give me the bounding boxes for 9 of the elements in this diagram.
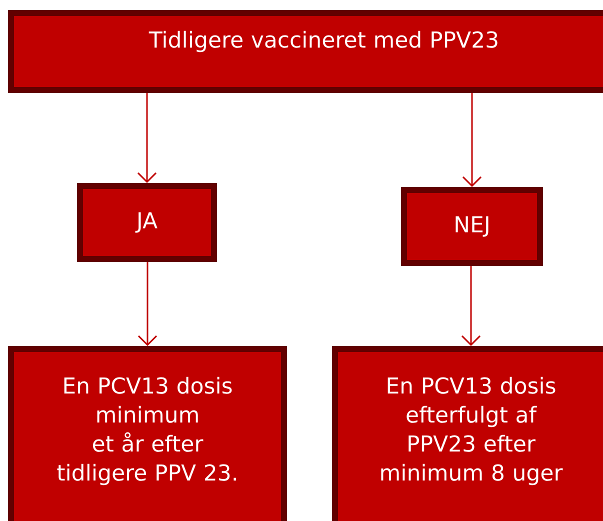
arrow	[462, 93, 482, 187]
arrow	[138, 262, 158, 346]
recommendation-box: En PCV13 dosis efterfulgt af PPV23 efter minimum 8 uger	[332, 346, 603, 521]
answer-box: JA	[77, 183, 217, 262]
arrow	[137, 93, 157, 183]
arrow	[461, 266, 481, 346]
recommendation-box: En PCV13 dosis minimum et år efter tidligere PPV 23.	[8, 346, 287, 521]
answer-box: NEJ	[401, 187, 543, 266]
question-box: Tidligere vaccineret med PPV23	[8, 10, 603, 93]
